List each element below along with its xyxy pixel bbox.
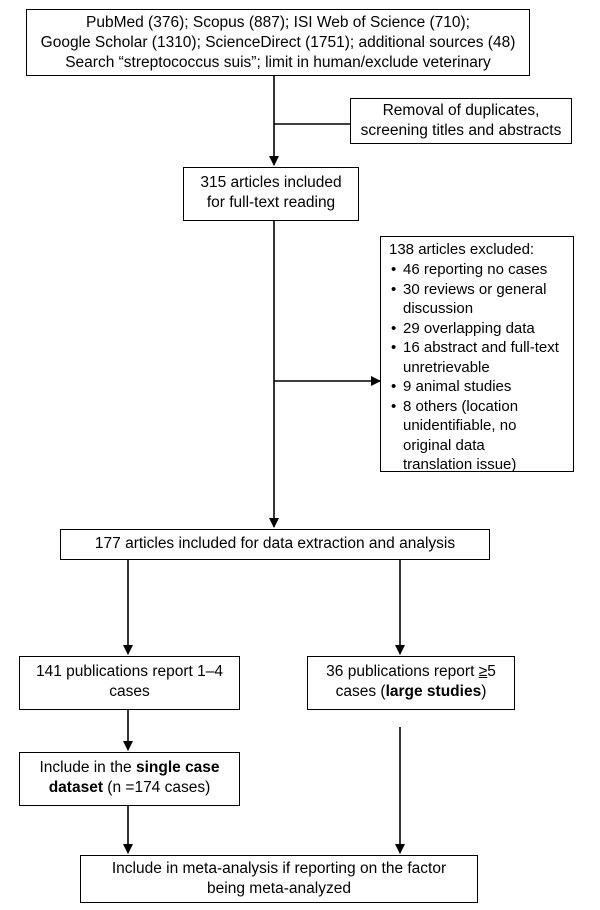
large-pubs-line-2: cases (large studies): [335, 683, 487, 700]
bullet-icon: •: [391, 397, 397, 415]
search-sources-box: PubMed (376); Scopus (887); ISI Web of S…: [26, 9, 530, 76]
search-line-2: Google Scholar (1310); ScienceDirect (17…: [40, 34, 516, 51]
fulltext-line-2: for full-text reading: [206, 194, 336, 211]
single-case-line-1: Include in the single case: [39, 759, 220, 776]
bullet-icon: •: [391, 319, 397, 337]
fulltext-reading-box: 315 articles included for full-text read…: [183, 167, 359, 221]
bullet-icon: •: [391, 261, 397, 278]
small-pubs-line-2: cases: [109, 683, 150, 700]
removal-line-1: Removal of duplicates,: [382, 102, 540, 119]
excluded-item: • 8 others (location unidentifiable, no …: [391, 397, 519, 474]
bullet-icon: •: [391, 339, 397, 356]
excluded-articles-box: 138 articles excluded: • 46 reporting no…: [380, 236, 574, 475]
excluded-item: • 29 overlapping data: [391, 319, 535, 337]
large-studies-box: 36 publications report ≥5 cases (large s…: [307, 656, 515, 710]
search-line-3: Search “streptococcus suis”; limit in hu…: [65, 54, 491, 71]
bullet-icon: •: [391, 378, 397, 395]
bullet-icon: •: [391, 280, 397, 298]
single-case-dataset-box: Include in the single case dataset (n =1…: [19, 752, 240, 806]
search-line-1: PubMed (376); Scopus (887); ISI Web of S…: [86, 14, 470, 31]
excluded-list: • 46 reporting no cases • 30 reviews or …: [389, 260, 569, 475]
excluded-item: • 46 reporting no cases: [391, 261, 548, 278]
single-case-line-2: dataset (n =174 cases): [48, 779, 211, 796]
meta-analysis-box: Include in meta-analysis if reporting on…: [80, 855, 478, 903]
excluded-item: • 30 reviews or general discussion: [391, 280, 547, 318]
extraction-text: 177 articles included for data extractio…: [94, 535, 456, 552]
removal-box: Removal of duplicates, screening titles …: [350, 98, 572, 144]
meta-line-2: being meta-analyzed: [207, 880, 351, 897]
small-publications-box: 141 publications report 1–4 cases: [19, 656, 240, 710]
data-extraction-box: 177 articles included for data extractio…: [60, 529, 490, 560]
small-pubs-line-1: 141 publications report 1–4: [36, 663, 223, 680]
excluded-item: • 16 abstract and full-text unretrievabl…: [391, 339, 559, 376]
excluded-title: 138 articles excluded:: [389, 241, 535, 258]
removal-line-2: screening titles and abstracts: [360, 122, 562, 139]
fulltext-line-1: 315 articles included: [200, 174, 342, 191]
meta-line-1: Include in meta-analysis if reporting on…: [111, 860, 447, 877]
large-pubs-line-1: 36 publications report ≥5: [326, 663, 496, 680]
excluded-item: • 9 animal studies: [391, 378, 512, 395]
